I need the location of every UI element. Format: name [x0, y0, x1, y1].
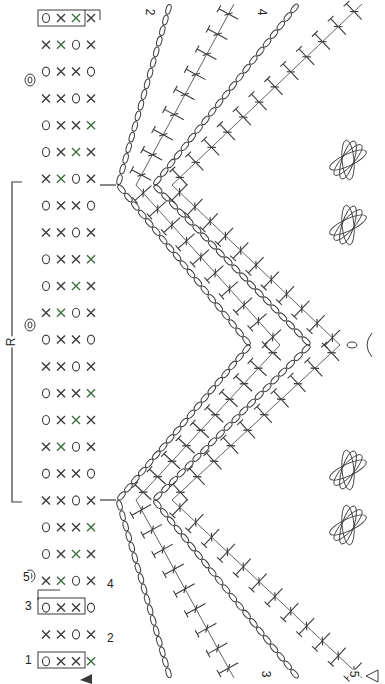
row-number: 4 [256, 8, 268, 17]
end-arrow [366, 670, 378, 682]
row-number: 3 [260, 670, 272, 679]
row-number: 2 [106, 632, 115, 644]
row-number: 1 [24, 654, 33, 666]
row-number: 4 [106, 578, 115, 590]
row-number: 5 [22, 571, 31, 583]
row-number: 2 [144, 8, 156, 17]
row-number: 5 [348, 670, 360, 679]
stitch-rows [25, 10, 100, 668]
row-number: 3 [24, 600, 33, 612]
shell-fans [327, 139, 368, 546]
start-arrow [80, 674, 92, 684]
repeat-label: R [5, 337, 17, 348]
zigzag-rows [100, 1, 372, 682]
